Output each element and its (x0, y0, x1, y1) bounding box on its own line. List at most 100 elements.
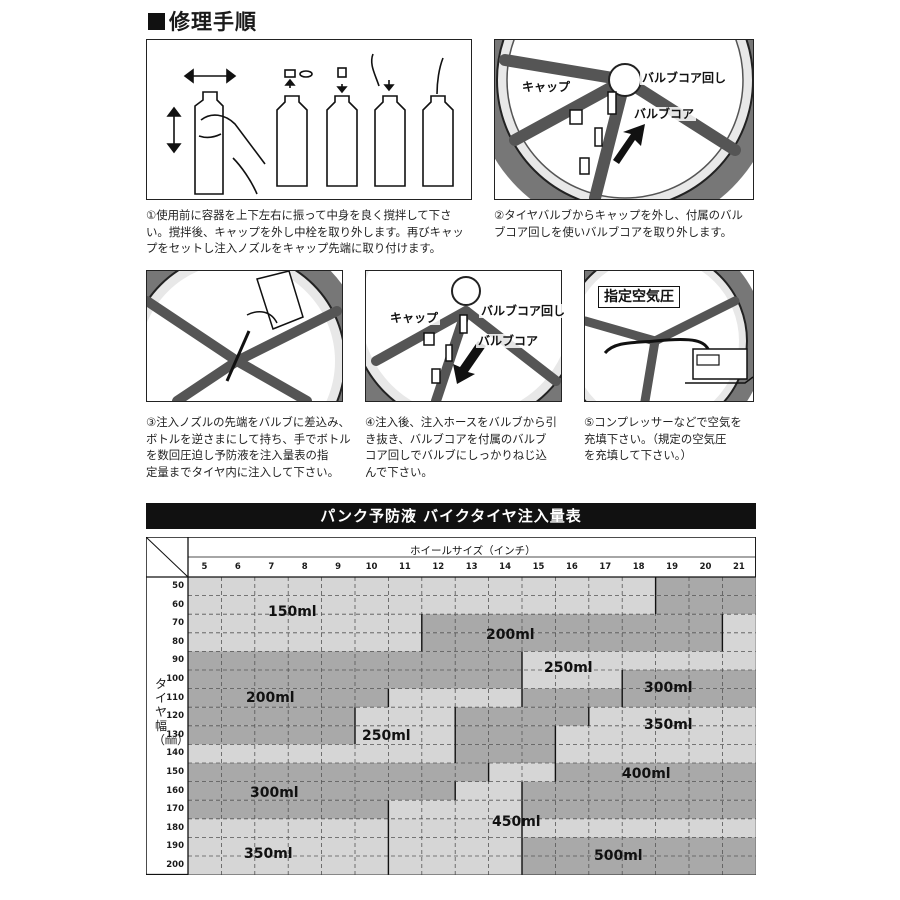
header-diagonal (146, 537, 189, 578)
region-label: 200ml (246, 690, 295, 706)
row-label: 170 (166, 804, 184, 815)
column-label: 11 (398, 562, 411, 572)
table-cell-run (522, 818, 756, 838)
region-label: 450ml (492, 814, 541, 830)
table-cell-run (188, 595, 656, 615)
table-cell-run (722, 614, 756, 633)
label-cap-2: キャップ (388, 311, 441, 325)
table-grid (146, 537, 756, 875)
row-label: 130 (166, 729, 184, 740)
table-cell-run (455, 744, 556, 763)
column-label: 19 (666, 562, 679, 572)
row-label: 70 (172, 618, 184, 629)
shake-vertical-icon (166, 106, 182, 154)
row-header: タイヤ幅（㎜） (153, 677, 189, 747)
column-label: 9 (335, 562, 342, 572)
table-cell-run (555, 763, 756, 782)
column-label: 16 (565, 562, 578, 572)
table-cell-run (522, 800, 756, 819)
table-cell-run (188, 670, 522, 689)
table-title: パンク予防液 バイクタイヤ注入量表 (146, 503, 756, 529)
region-label: 500ml (594, 848, 643, 864)
label-core-tool-2: バルブコア回し (479, 304, 568, 318)
square-bullet-icon (148, 13, 165, 30)
table-cell-run (455, 725, 556, 745)
table-cell-run (488, 763, 556, 782)
label-cap: キャップ (520, 80, 573, 94)
step5-caption: ⑤コンプレッサーなどで空気を 充填下さい。（規定の空気圧 を充填して下さい。） (584, 415, 742, 462)
region-label: 250ml (544, 660, 593, 676)
table-cell-run (522, 651, 756, 670)
column-label: 20 (699, 562, 712, 572)
table-cell-run (522, 856, 756, 875)
region-label: 200ml (486, 627, 535, 643)
row-label: 150 (166, 767, 184, 777)
table-cell-run (421, 614, 723, 633)
region-label: 150ml (268, 604, 317, 620)
label-pressure: 指定空気圧 (598, 286, 680, 308)
column-label: 7 (268, 562, 275, 572)
row-label: 50 (172, 581, 184, 591)
table-cell-run (522, 781, 756, 801)
table-cell-run (355, 707, 456, 726)
row-label: 180 (166, 822, 184, 833)
row-label: 140 (166, 748, 184, 759)
table-cell-run (588, 707, 756, 726)
table-cell-run (188, 707, 355, 726)
table-cell-run (188, 614, 422, 633)
table-cell-run (188, 763, 489, 782)
region-label: 350ml (644, 717, 693, 733)
column-label: 6 (234, 562, 241, 572)
column-label: 15 (532, 562, 545, 572)
row-label: 160 (166, 785, 184, 796)
column-label: 18 (632, 562, 645, 572)
table-cell-run (655, 577, 756, 596)
row-label: 80 (172, 636, 184, 647)
row-label: 200 (166, 860, 184, 870)
row-label: 90 (172, 655, 184, 666)
table-cell-run (188, 651, 522, 670)
page-heading: 修理手順 (148, 6, 257, 36)
table-cell-run (421, 632, 723, 652)
table-cell-run (522, 688, 623, 708)
step1-illustration (146, 39, 472, 200)
column-label: 12 (432, 562, 445, 572)
step4-caption: ④注入後、注入ホースをバルブから引 き抜き、バルブコアを付属のバルブ コア回しで… (365, 415, 557, 479)
column-header: ホイールサイズ（インチ） (410, 545, 536, 557)
shake-horizontal-icon (183, 68, 237, 84)
step3-caption: ③注入ノズルの先端をバルブに差込み、 ボトルを逆さまにして持ち、手でボトル を数… (146, 415, 351, 479)
row-label: 190 (166, 841, 184, 852)
step5-illustration (584, 270, 754, 402)
table-cell-run (722, 632, 756, 652)
table-cell-run (655, 595, 756, 615)
label-core: バルブコア (632, 107, 697, 121)
row-label: 110 (166, 692, 184, 703)
table-cell-run (555, 725, 756, 745)
region-label: 300ml (250, 785, 299, 801)
row-label: 100 (166, 674, 184, 684)
region-label: 400ml (622, 766, 671, 782)
region-label: 250ml (362, 728, 411, 744)
row-label: 120 (166, 711, 184, 722)
region-label: 300ml (644, 680, 693, 696)
step1-caption: ①使用前に容器を上下左右に振って中身を良く撹拌して下さ い。撹拌後、キャップを外… (146, 208, 464, 255)
table-cell-run (355, 725, 456, 745)
table-cell-run (522, 837, 756, 856)
table-cell-run (188, 818, 389, 838)
step2-illustration (494, 39, 754, 200)
step3-illustration (146, 270, 343, 402)
table-cell-run (522, 670, 623, 689)
column-label: 13 (465, 562, 478, 572)
column-label: 10 (365, 562, 378, 572)
table-cell-run (188, 632, 422, 652)
column-label: 21 (732, 562, 745, 572)
label-core-2: バルブコア (476, 334, 541, 348)
region-label: 350ml (244, 846, 293, 862)
column-label: 8 (301, 562, 308, 572)
row-label: 60 (172, 599, 184, 610)
label-core-tool: バルブコア回し (640, 71, 729, 85)
step2-caption: ②タイヤバルブからキャップを外し、付属のバル ブコア回しを使いバルブコアを取り外… (494, 208, 743, 239)
column-label: 14 (499, 562, 512, 572)
table-cell-run (455, 707, 589, 726)
